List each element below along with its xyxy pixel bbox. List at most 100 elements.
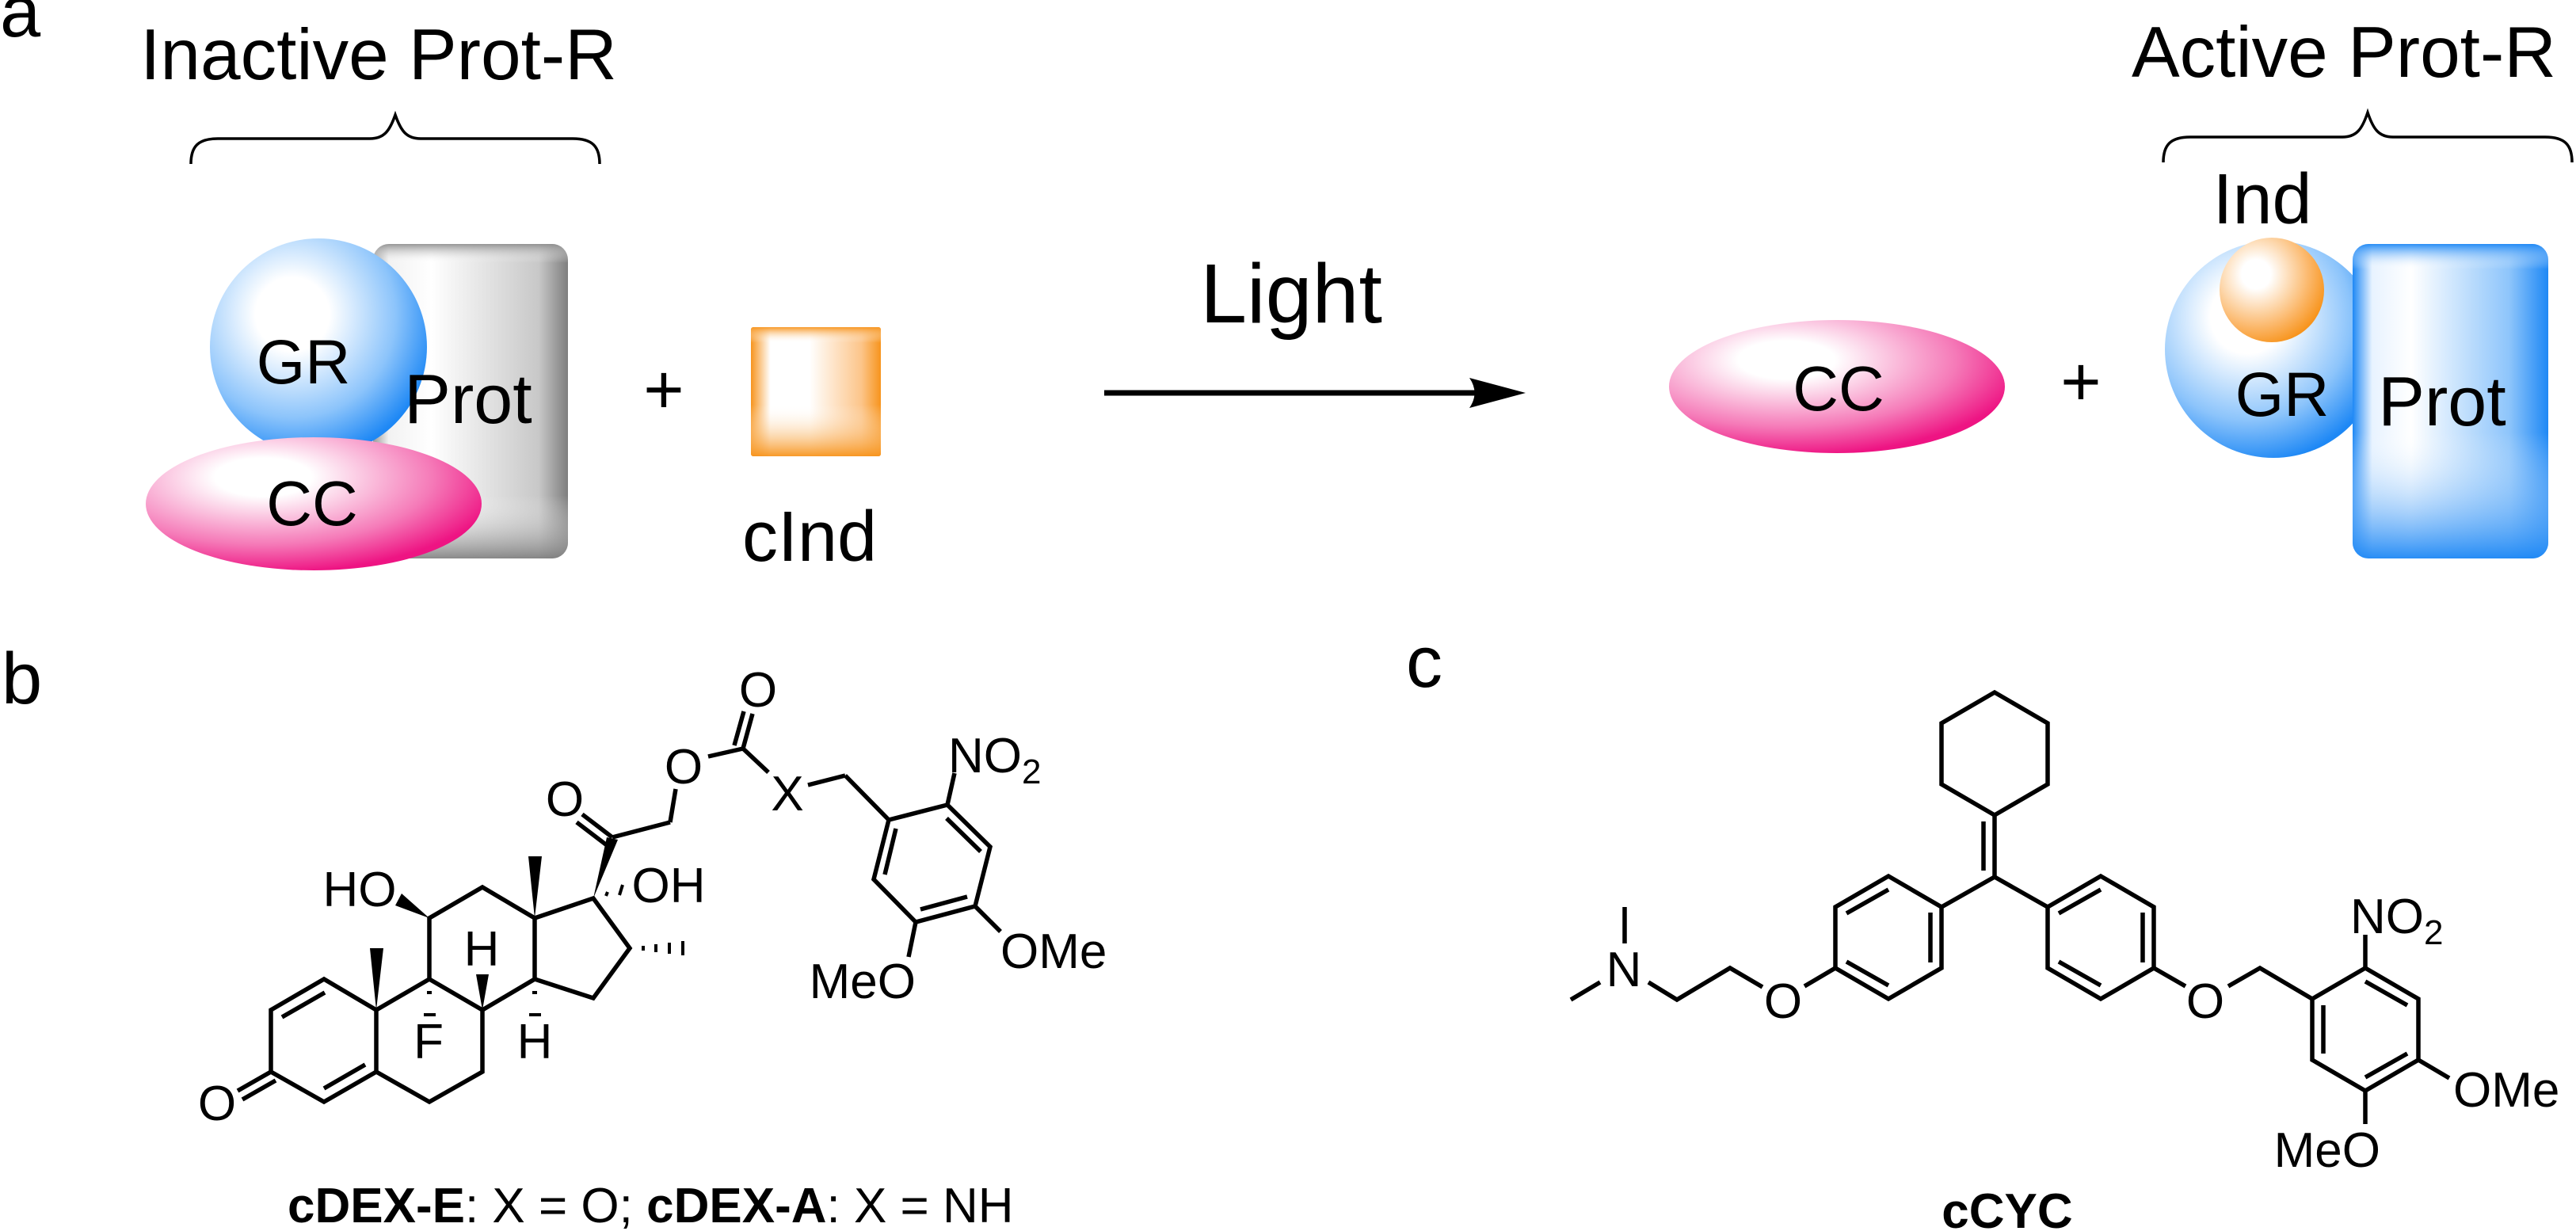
nitrobenzyl-ring-c: [2310, 965, 2421, 1094]
inactive-complex: GR Prot CC: [146, 238, 568, 570]
rp-double-3: [2057, 959, 2102, 988]
atom-ome-c: OMe: [2453, 1063, 2559, 1118]
ring-a-double-1: [280, 990, 326, 1019]
c17-side-chain-wedge: [593, 837, 618, 898]
atom-o-right: O: [2186, 974, 2224, 1029]
atom-c20-o: O: [546, 772, 584, 827]
cdex-a-name: cDEX-A: [646, 1179, 826, 1231]
ind-label: Ind: [2212, 160, 2311, 239]
carbonyl-x-bond: [741, 746, 770, 775]
c10-methyl-wedge: [370, 948, 383, 1010]
panel-c: c N O O: [1406, 622, 2559, 1231]
inducer-ball: [2220, 238, 2324, 342]
ome-bond-b: [974, 905, 1002, 933]
cdex-structure: O: [198, 663, 1107, 1131]
plus-sign-2: +: [2060, 342, 2101, 421]
ketone-double-1: [236, 1069, 272, 1093]
ring-a-double-2: [322, 1062, 367, 1091]
cc-inactive: [146, 437, 482, 570]
atom-h8: H: [464, 922, 500, 977]
prot-active: [2353, 244, 2548, 558]
panel-b: b O: [2, 638, 1107, 1231]
o-carbonyl-bond: [707, 746, 744, 759]
cdex-a-def: : X = NH: [827, 1179, 1014, 1231]
atom-ho: HO: [323, 863, 397, 917]
atom-ester-o: O: [665, 740, 703, 795]
panel-a: a Inactive Prot-R GR Prot CC + cInd Ligh…: [0, 0, 2574, 577]
c13-methyl-wedge: [528, 856, 542, 918]
active-complex: GR Prot: [2165, 238, 2548, 558]
c17-oh-hash: [604, 884, 624, 897]
panel-letter-b: b: [2, 638, 42, 719]
left-phenyl-ring: [1833, 873, 1944, 1002]
meo-bond-b: [906, 921, 918, 958]
active-brace: [2162, 108, 2574, 163]
atom-h14: H: [517, 1015, 553, 1069]
reaction-arrow-head: [1469, 378, 1526, 408]
prot-inactive-label: Prot: [404, 360, 532, 438]
atom-no2-c: NO2: [2350, 890, 2443, 952]
c16-methyl-hash: [642, 941, 684, 955]
inactive-brace: [189, 110, 601, 165]
gr-active-label: GR: [2235, 359, 2330, 429]
c20-double-1: [581, 812, 614, 840]
nb-ring-b-double-1: [945, 817, 982, 853]
ring-d-bonds: [534, 895, 633, 1001]
caged-inducer-square: [751, 327, 881, 456]
benzyl-ch2: [2227, 965, 2314, 1001]
gr-inactive: [210, 238, 427, 455]
ome-bond-c: [2417, 1058, 2451, 1080]
cdex-e-name: cDEX-E: [288, 1179, 465, 1231]
active-prot-r-label: Active Prot-R: [2132, 13, 2556, 93]
atom-meo-b: MeO: [810, 955, 916, 1009]
atom-ketone-o: O: [198, 1077, 236, 1131]
lp-double-3: [1845, 959, 1890, 988]
right-phenyl-ring: [2045, 873, 2156, 1002]
c20-c21-bond: [612, 820, 671, 840]
x-ch2-bond: [807, 773, 846, 787]
carbonyl-double-1: [741, 713, 755, 749]
right-o-bond: [2152, 966, 2187, 989]
cyclohexane-ring: [1939, 689, 2050, 818]
plus-sign-1: +: [643, 350, 684, 429]
c11-oh-wedge: [395, 894, 429, 918]
cc-released-label: CC: [1793, 353, 1884, 424]
central-bonds: [1940, 874, 2049, 909]
atom-oh17: OH: [632, 859, 706, 913]
inactive-prot-r-label: Inactive Prot-R: [140, 15, 617, 95]
gr-active: [2165, 241, 2382, 458]
atom-ome-b: OMe: [1000, 924, 1107, 979]
nb-ring-b-double-3: [882, 828, 898, 875]
ketone-double-2: [241, 1078, 277, 1102]
no2-bond-b: [945, 772, 957, 806]
atom-o-left: O: [1764, 974, 1802, 1029]
c9-f-hash: [424, 991, 436, 1016]
caged-inducer-label: cInd: [742, 497, 877, 577]
atom-carbonyl-o: O: [739, 663, 777, 718]
cc-released: [1669, 320, 2005, 453]
nb-ring-c-double-1: [2364, 979, 2409, 1008]
c21-o-bond: [668, 788, 678, 823]
nb-ring-c-double-2: [2364, 1051, 2409, 1080]
atom-no2-b: NO2: [948, 729, 1041, 791]
light-label: Light: [1200, 247, 1382, 341]
atom-f9: F: [413, 1015, 444, 1069]
ring-c-bonds: [427, 884, 537, 1012]
ch2-ring-bond: [844, 774, 890, 821]
atom-n: N: [1606, 943, 1642, 997]
atom-meo-c: MeO: [2274, 1123, 2380, 1178]
cc-inactive-label: CC: [266, 468, 358, 539]
cdex-caption: cDEX-E: X = O; cDEX-A: X = NH: [288, 1179, 1014, 1231]
ccyc-caption: cCYC: [1942, 1184, 2072, 1231]
panel-letter-a: a: [0, 0, 41, 52]
rp-double-1: [2057, 887, 2102, 916]
ring-b-bonds: [375, 976, 485, 1105]
nb-ring-b-double-2: [920, 894, 968, 912]
aminoethoxy-chain: [1647, 965, 1764, 1003]
cdex-e-def: : X = O;: [465, 1179, 646, 1231]
prot-active-label: Prot: [2378, 362, 2506, 440]
ring-a-bonds: [269, 976, 379, 1105]
panel-letter-c: c: [1406, 622, 1442, 703]
lp-double-1: [1845, 887, 1890, 916]
